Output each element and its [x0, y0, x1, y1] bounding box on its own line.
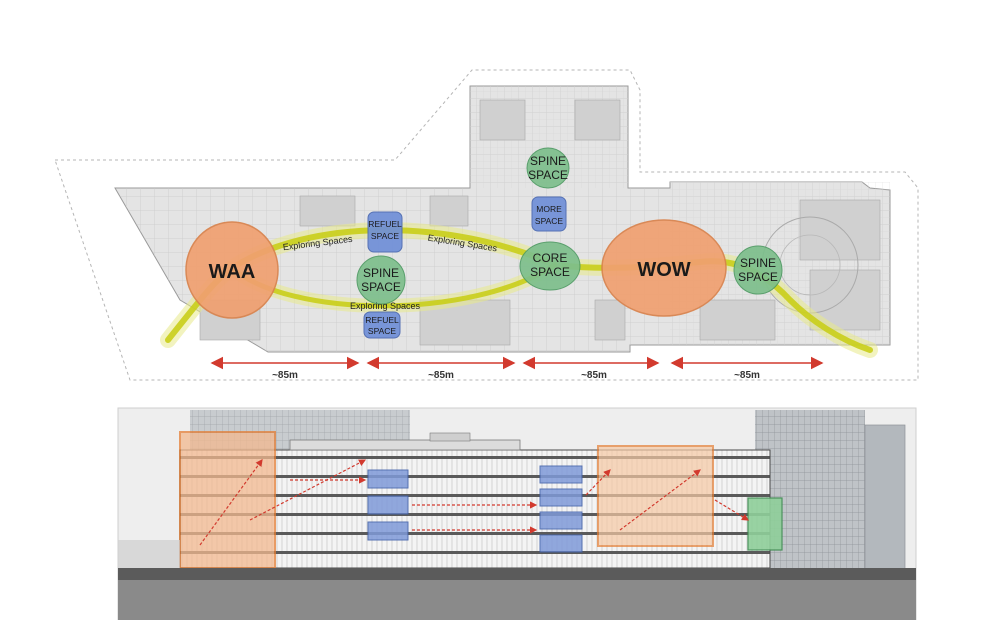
dimension-label-2: ~85m: [428, 370, 454, 381]
refuel-top-label-2: SPACE: [371, 231, 400, 241]
section-spine-zone: [747, 497, 783, 551]
spine-right-label-2: SPACE: [738, 270, 778, 284]
node-refuel-bottom: REFUEL SPACE: [363, 311, 401, 339]
node-spine-mid: SPINE SPACE: [356, 255, 406, 305]
floor-plan: [54, 69, 919, 381]
node-more-space: MORE SPACE: [531, 196, 567, 232]
more-label-2: SPACE: [535, 216, 564, 226]
node-wow: WOW: [601, 219, 727, 317]
section-wow-zone: [597, 445, 714, 547]
more-label-1: MORE: [536, 204, 562, 214]
core-label-1: CORE: [533, 251, 568, 265]
dimension-label-1: ~85m: [272, 370, 298, 381]
node-core-space: CORE SPACE: [519, 241, 581, 291]
refuel-bottom-label-1: REFUEL: [365, 315, 399, 325]
node-spine-top: SPINE SPACE: [526, 147, 570, 189]
node-refuel-top: REFUEL SPACE: [367, 211, 403, 253]
spine-top-label-2: SPACE: [528, 168, 568, 182]
section-circulation-arrows: [199, 459, 750, 546]
refuel-top-label-1: REFUEL: [368, 219, 402, 229]
core-label-2: SPACE: [530, 265, 570, 279]
spine-mid-label-1: SPINE: [363, 266, 399, 280]
dimension-label-4: ~85m: [734, 370, 760, 381]
refuel-bottom-label-2: SPACE: [368, 326, 397, 336]
section-refuel-zone: [367, 469, 409, 541]
node-spine-right: SPINE SPACE: [733, 245, 783, 295]
path-label-lower: Exploring Spaces: [350, 301, 421, 311]
wow-label: WOW: [637, 259, 690, 281]
site-boundary: [54, 69, 919, 381]
spine-top-label-1: SPINE: [530, 154, 566, 168]
dimension-label-3: ~85m: [581, 370, 607, 381]
spine-right-label-1: SPINE: [740, 256, 776, 270]
waa-label: WAA: [209, 261, 256, 283]
spine-mid-label-2: SPACE: [361, 280, 401, 294]
section-core-zone: [539, 465, 583, 553]
node-waa: WAA: [185, 221, 279, 319]
building-section: [117, 407, 917, 621]
section-waa-zone: [179, 431, 276, 569]
